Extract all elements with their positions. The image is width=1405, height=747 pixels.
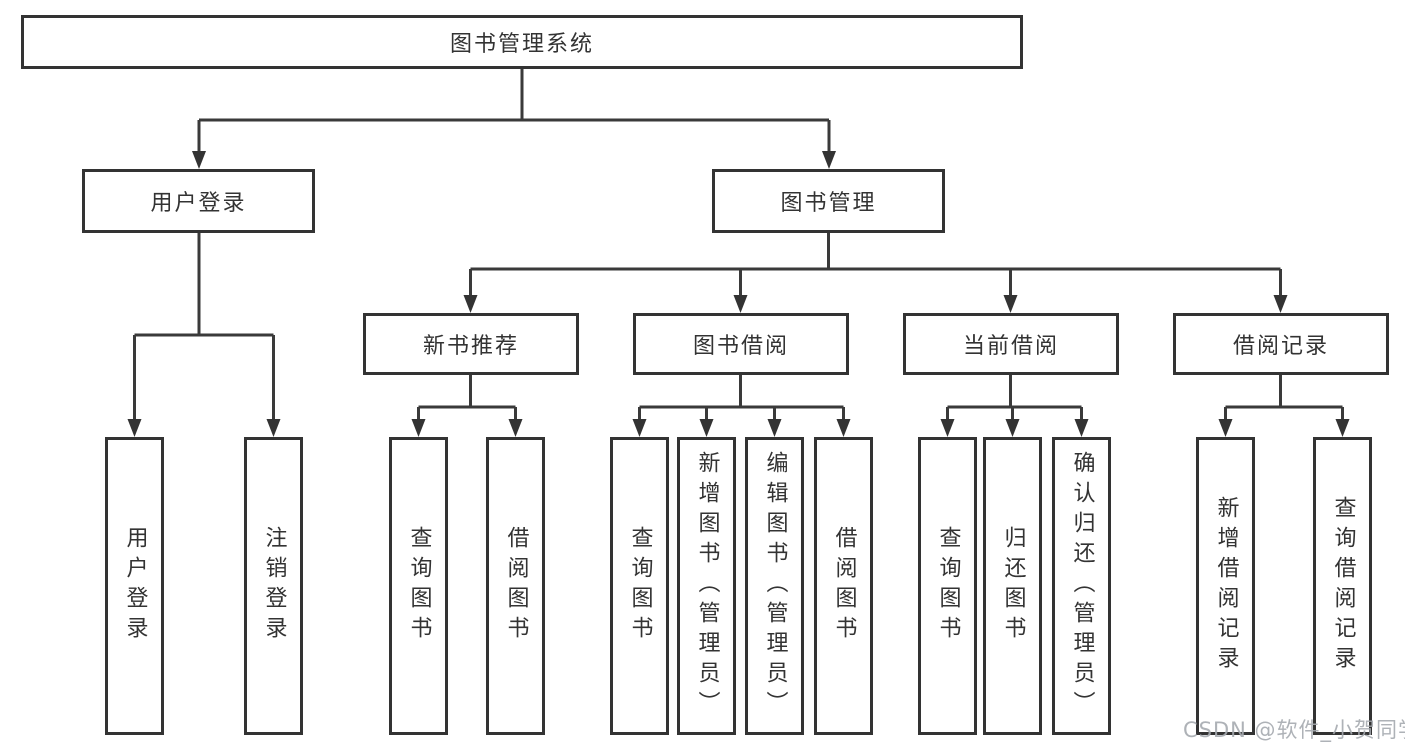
leaf-confirm-return-admin: 确认归还（管理员） xyxy=(1052,437,1111,735)
leaf-logout: 注销登录 xyxy=(244,437,303,735)
leaf-query-books-current: 查询图书 xyxy=(918,437,977,735)
leaf-add-books-admin: 新增图书（管理员） xyxy=(677,437,736,735)
node-book-borrowing: 图书借阅 xyxy=(633,313,849,375)
watermark: CSDN @软件_小贺同学 xyxy=(1183,718,1405,742)
node-borrowing-records: 借阅记录 xyxy=(1173,313,1389,375)
leaf-add-borrow-record: 新增借阅记录 xyxy=(1196,437,1255,735)
node-user-login: 用户登录 xyxy=(82,169,315,233)
node-new-book-recommendation: 新书推荐 xyxy=(363,313,579,375)
leaf-query-books-borrowing: 查询图书 xyxy=(610,437,669,735)
node-current-borrowing: 当前借阅 xyxy=(903,313,1119,375)
node-system-root: 图书管理系统 xyxy=(21,15,1023,69)
leaf-query-borrow-record: 查询借阅记录 xyxy=(1313,437,1372,735)
node-book-management: 图书管理 xyxy=(712,169,945,233)
leaf-borrow-books-borrowing: 借阅图书 xyxy=(814,437,873,735)
leaf-edit-books-admin: 编辑图书（管理员） xyxy=(745,437,804,735)
leaf-query-books-recommend: 查询图书 xyxy=(389,437,448,735)
leaf-return-books: 归还图书 xyxy=(983,437,1042,735)
leaf-user-login: 用户登录 xyxy=(105,437,164,735)
leaf-borrow-books-recommend: 借阅图书 xyxy=(486,437,545,735)
